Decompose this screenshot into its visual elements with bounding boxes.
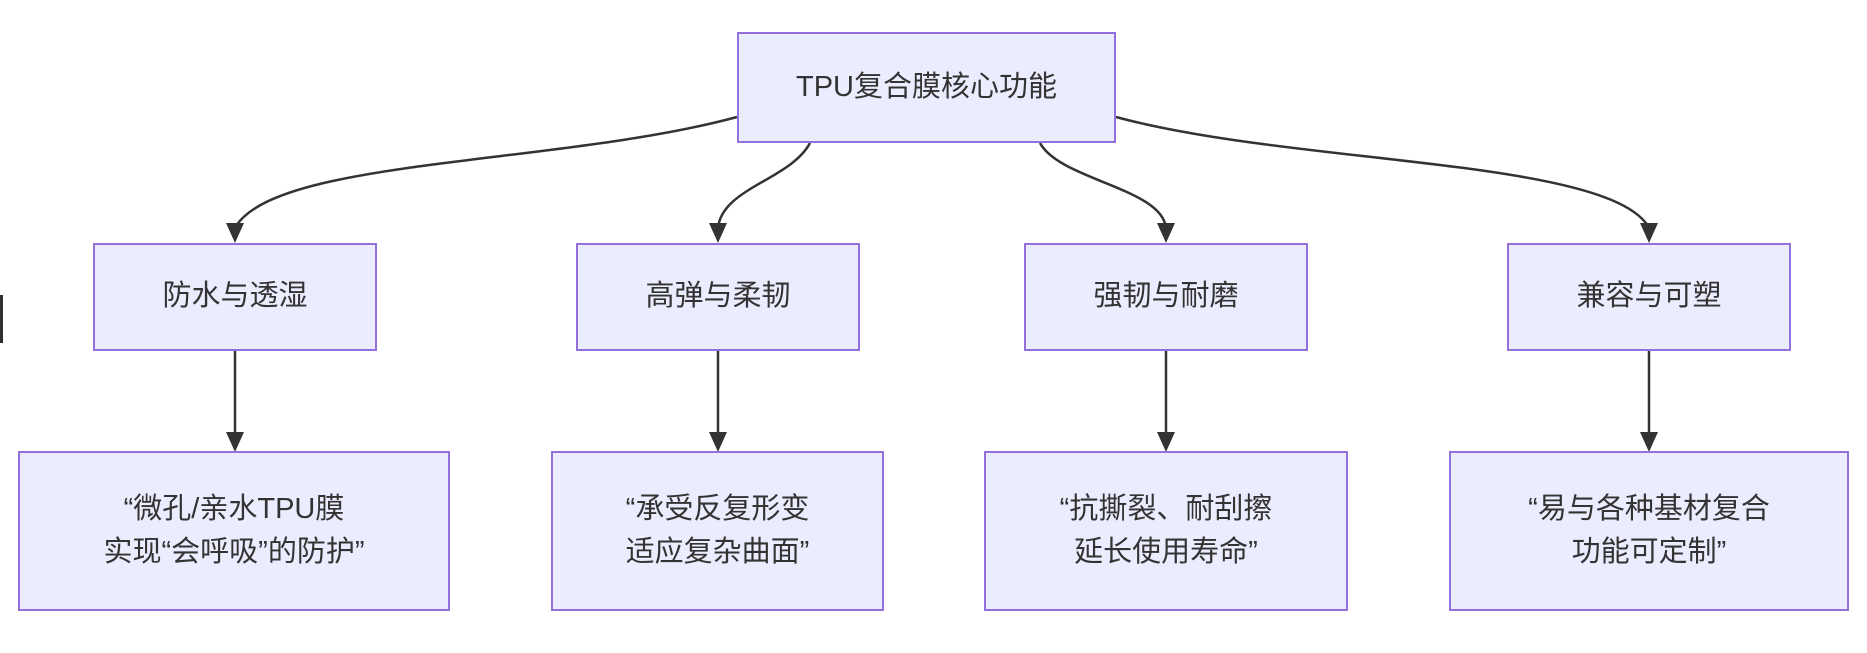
node-branch-label: 高弹与柔韧 xyxy=(645,280,791,313)
node-root-label: TPU复合膜核心功能 xyxy=(795,70,1057,103)
left-edge-artifact xyxy=(0,295,3,343)
node-branch-label: 防水与透湿 xyxy=(162,280,308,313)
edge-branch-2-to-detail-2 xyxy=(1157,351,1175,452)
detail-line: “抗撕裂、耐刮擦 xyxy=(1059,492,1273,525)
node-branch-label: 兼容与可塑 xyxy=(1576,280,1722,313)
node-detail-tough: “抗撕裂、耐刮擦 延长使用寿命” xyxy=(984,451,1348,611)
node-root: TPU复合膜核心功能 xyxy=(737,32,1116,143)
detail-line: 实现“会呼吸”的防护” xyxy=(103,536,365,568)
edge-branch-0-to-detail-0 xyxy=(226,351,244,452)
edge-branch-3-to-detail-3 xyxy=(1640,351,1658,452)
edge-root-to-branch-3 xyxy=(1115,115,1658,243)
node-branch-waterproof: 防水与透湿 xyxy=(93,243,377,351)
node-detail-elastic: “承受反复形变 适应复杂曲面” xyxy=(551,451,884,611)
edge-root-to-branch-2 xyxy=(1038,142,1175,243)
detail-line: 适应复杂曲面” xyxy=(625,536,810,568)
detail-line: 功能可定制” xyxy=(1571,536,1727,568)
node-branch-compatible: 兼容与可塑 xyxy=(1507,243,1791,351)
detail-line: “易与各种基材复合 xyxy=(1528,492,1770,525)
detail-line: 延长使用寿命” xyxy=(1074,536,1258,568)
detail-line: “承受反复形变 xyxy=(625,492,810,525)
node-branch-label: 强韧与耐磨 xyxy=(1093,280,1239,313)
node-detail-waterproof: “微孔/亲水TPU膜 实现“会呼吸”的防护” xyxy=(18,451,450,611)
edge-branch-1-to-detail-1 xyxy=(709,351,727,452)
node-detail-compatible: “易与各种基材复合 功能可定制” xyxy=(1449,451,1849,611)
node-branch-tough: 强韧与耐磨 xyxy=(1024,243,1308,351)
edge-root-to-branch-0 xyxy=(226,115,738,243)
node-branch-elastic: 高弹与柔韧 xyxy=(576,243,860,351)
detail-line: “微孔/亲水TPU膜 xyxy=(123,492,345,525)
edge-root-to-branch-1 xyxy=(709,142,812,243)
